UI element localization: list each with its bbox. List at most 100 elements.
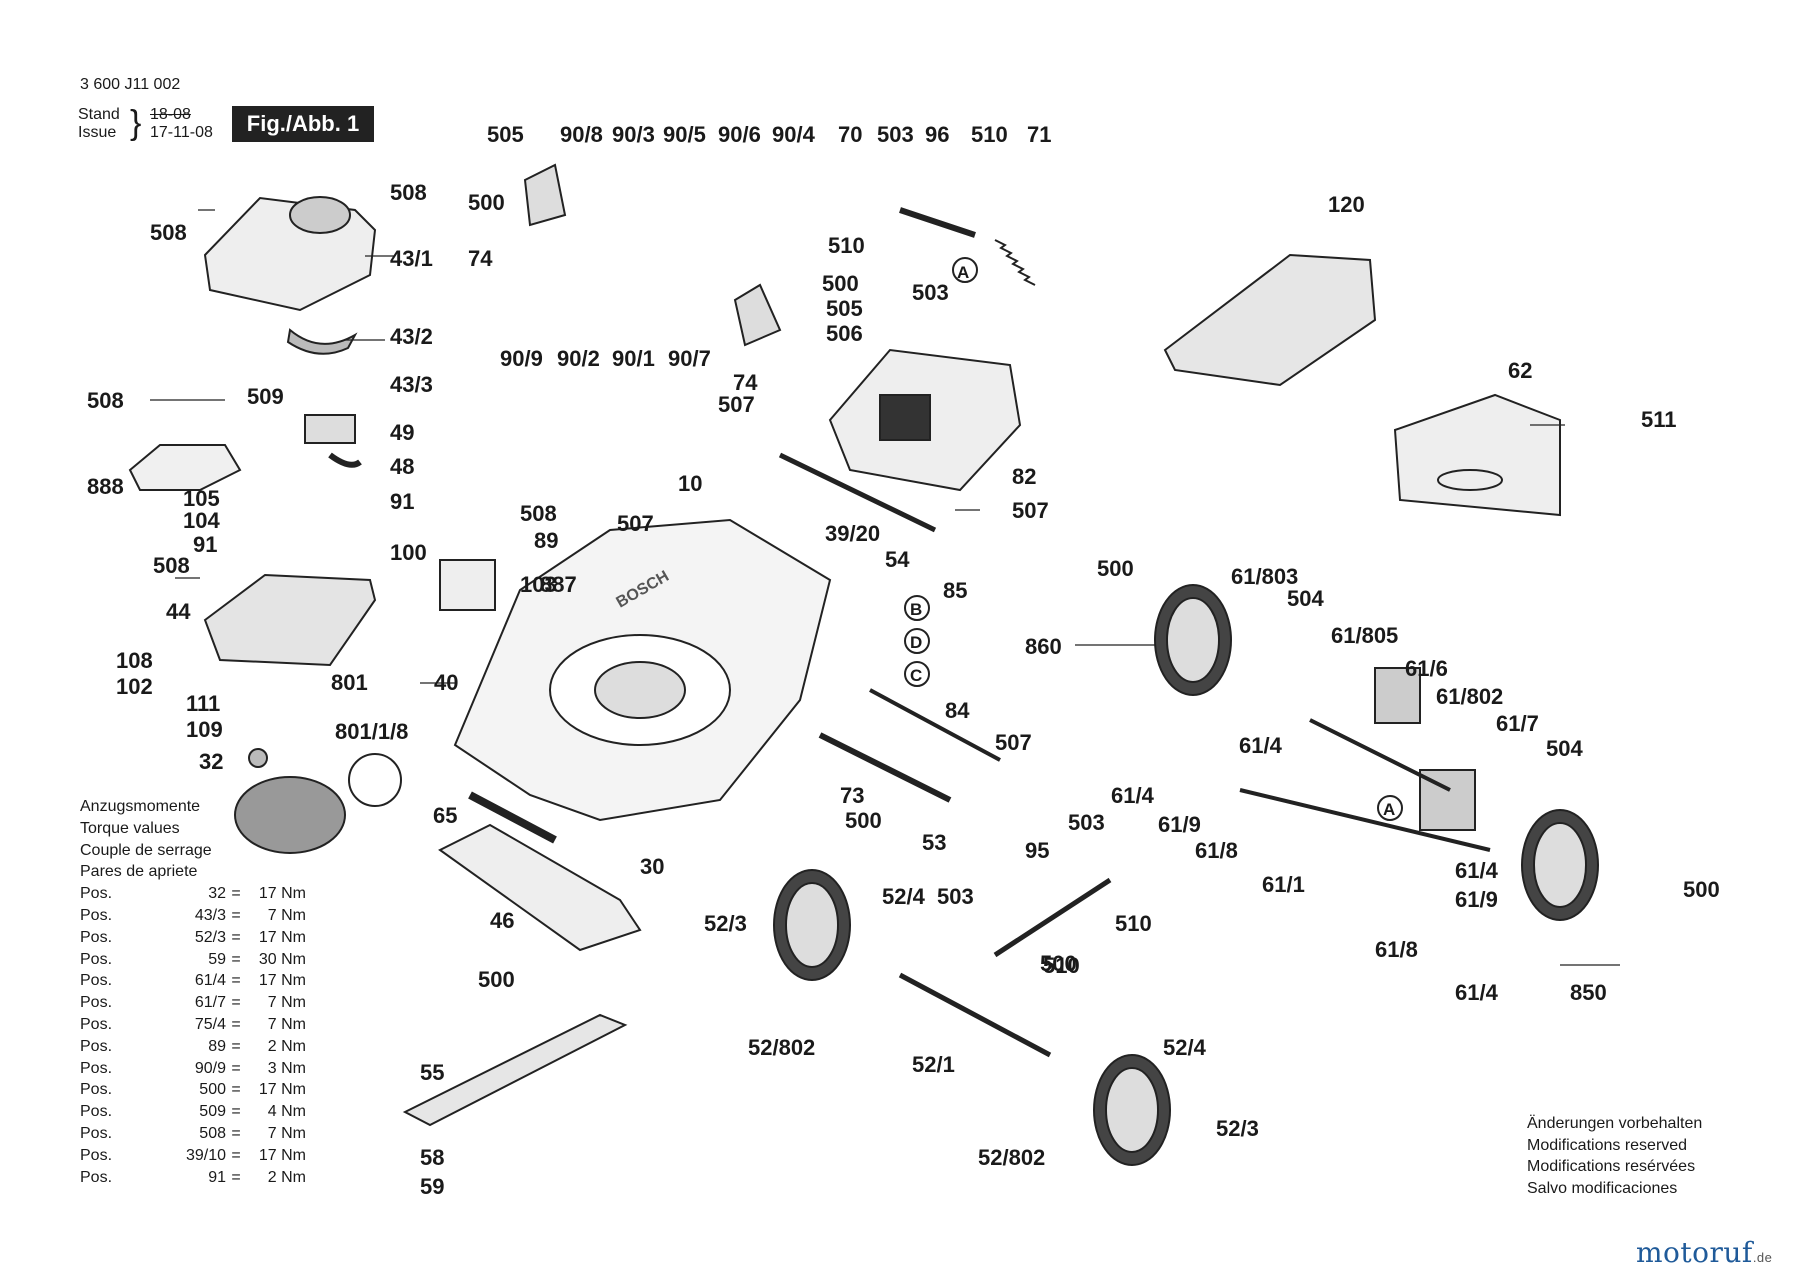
- callout-label: 54: [885, 547, 910, 572]
- plate-part-62: [1393, 393, 1561, 517]
- modifications-notice: Änderungen vorbehalten Modifications res…: [1527, 1113, 1702, 1199]
- stand-date: 18-08: [150, 106, 191, 123]
- torque-num: 89: [208, 1037, 226, 1055]
- callout-label: 503: [877, 122, 914, 147]
- screw-part-32: [248, 748, 268, 768]
- torque-pos: Pos.: [80, 1168, 113, 1186]
- callout-label: 500: [1683, 877, 1720, 902]
- torque-num: 91: [208, 1168, 226, 1186]
- ref-marker-circle: [952, 257, 978, 283]
- ref-marker-letter: D: [910, 633, 922, 652]
- callout-label: 46: [490, 908, 514, 933]
- callout-label: 104: [183, 508, 220, 533]
- ref-marker-circle: [1377, 795, 1403, 821]
- cable-part-48: [328, 452, 362, 468]
- callout-label: 73: [840, 783, 864, 808]
- axle-61-1: [1239, 788, 1491, 852]
- ref-marker-letter: C: [910, 666, 922, 685]
- callout-label: 508: [87, 388, 124, 413]
- switch-part: [304, 414, 356, 444]
- torque-title-de: Anzugsmomente: [80, 798, 201, 815]
- torque-val: 7 Nm: [267, 1124, 306, 1142]
- rod-part-65: [468, 791, 557, 844]
- torque-pos: Pos.: [80, 1081, 113, 1099]
- ref-marker-letter: B: [910, 600, 922, 619]
- torque-row: Pos.509=4 Nm: [80, 1101, 306, 1123]
- callout-label: 90/7: [668, 346, 711, 371]
- torque-val: 7 Nm: [267, 906, 306, 924]
- torque-val: 17 Nm: [258, 885, 306, 903]
- callout-label: 507: [995, 730, 1032, 755]
- reference-markers: A B D C A: [904, 257, 1403, 821]
- callout-label: 511: [1641, 407, 1677, 432]
- callout-label: 108: [116, 648, 153, 673]
- torque-pos: Pos.: [80, 1037, 113, 1055]
- callout-label: 510: [971, 122, 1008, 147]
- torque-pos: Pos.: [80, 1103, 113, 1121]
- torque-title-es: Pares de apriete: [80, 863, 198, 881]
- callout-label: 90/6: [718, 122, 761, 147]
- torque-eq: =: [231, 1146, 241, 1164]
- callout-label: 61/9: [1158, 812, 1201, 837]
- rod-part-53: [818, 732, 952, 803]
- torque-pos: Pos.: [80, 1124, 113, 1142]
- torque-pos: Pos.: [80, 972, 113, 990]
- torque-val: 2 Nm: [267, 1168, 306, 1186]
- callout-label: 61/4: [1239, 733, 1283, 758]
- callout-label: 505: [826, 296, 863, 321]
- torque-eq: =: [231, 1015, 241, 1033]
- callout-label: 59: [420, 1174, 444, 1199]
- torque-val: 7 Nm: [267, 994, 306, 1012]
- callout-label: 61/1: [1262, 872, 1305, 897]
- brace-glyph: }: [130, 104, 142, 142]
- torque-row: Pos.89=2 Nm: [80, 1036, 306, 1058]
- notice-en: Modifications reserved: [1527, 1136, 1688, 1154]
- torque-row: Pos.90/9=3 Nm: [80, 1058, 306, 1080]
- callout-label: 61/4: [1455, 858, 1499, 883]
- callout-label: 70: [838, 122, 862, 147]
- callout-label: 61/803: [1231, 564, 1298, 589]
- torque-eq: =: [231, 950, 241, 968]
- callout-label: 887: [540, 572, 577, 597]
- base-plate-part: [203, 573, 377, 667]
- gearbox-part: [1374, 667, 1421, 724]
- callout-label: 504: [1546, 736, 1583, 761]
- callout-label: 508: [153, 553, 190, 578]
- parts-drawings: [128, 163, 1620, 1166]
- torque-val: 17 Nm: [258, 1081, 306, 1099]
- callout-label: 505: [487, 122, 524, 147]
- callout-label: 510: [1115, 911, 1152, 936]
- torque-eq: =: [231, 1081, 241, 1099]
- ref-marker-letter: A: [957, 263, 969, 282]
- callout-label: 10: [678, 471, 702, 496]
- callouts: 505 90/8 90/3 90/5 90/6 90/4 70 503 96 5…: [87, 122, 1720, 1199]
- figure-badge: Fig./Abb. 1: [232, 106, 374, 142]
- torque-val: 2 Nm: [267, 1037, 306, 1055]
- callout-label: 43/2: [390, 324, 433, 349]
- torque-row: Pos.32=17 Nm: [80, 883, 306, 905]
- callout-label: 860: [1025, 634, 1062, 659]
- document-number: 3 600 J11 002: [80, 76, 181, 93]
- torque-val: 17 Nm: [258, 1146, 306, 1164]
- torque-eq: =: [231, 928, 241, 946]
- callout-label: 85: [943, 578, 967, 603]
- wheel-860: [1154, 584, 1232, 696]
- watermark-tld: .de: [1752, 1250, 1773, 1265]
- callout-label: 61/8: [1375, 937, 1418, 962]
- torque-row: Pos.39/10=17 Nm: [80, 1145, 306, 1167]
- callout-label: 53: [922, 830, 946, 855]
- callout-label: 507: [718, 392, 755, 417]
- blade-part: [402, 1013, 628, 1127]
- callout-label: 61/805: [1331, 623, 1398, 648]
- callout-label: 55: [420, 1060, 444, 1085]
- torque-num: 508: [199, 1124, 226, 1142]
- torque-row: Pos.52/3=17 Nm: [80, 927, 306, 949]
- torque-pos: Pos.: [80, 885, 113, 903]
- site-watermark: motoruf.de: [1636, 1236, 1772, 1269]
- torque-pos: Pos.: [80, 928, 113, 946]
- axle-95: [993, 877, 1112, 958]
- callout-label: 509: [247, 384, 284, 409]
- callout-label: 850: [1570, 980, 1607, 1005]
- bracket-part-887: [439, 559, 496, 611]
- callout-label: 500: [822, 271, 859, 296]
